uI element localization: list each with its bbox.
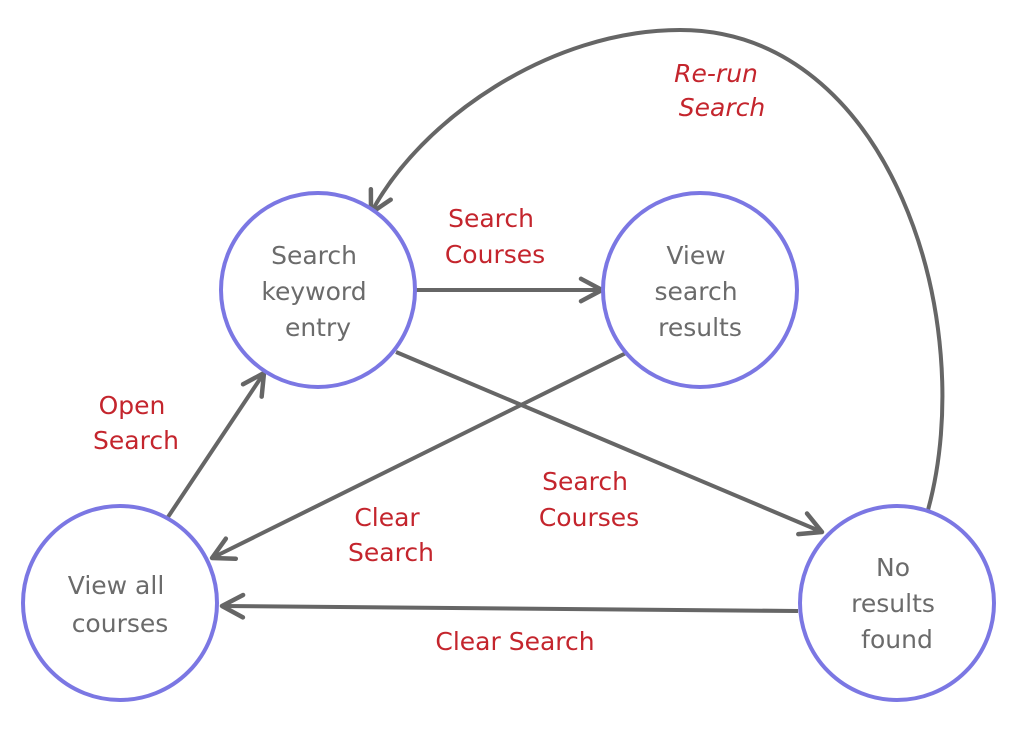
state-circle: [21, 504, 219, 702]
label-clear-search-from-results: Clear Search: [348, 503, 434, 567]
state-label-line: keyword: [261, 277, 366, 306]
state-search-keyword-entry: Search keyword entry: [219, 191, 417, 389]
label-open-search: Open Search: [93, 391, 179, 455]
state-label-line: results: [658, 313, 742, 342]
svg-text:Search keyword ent: Search keyword entry: [261, 241, 374, 342]
state-circle: [601, 191, 799, 389]
state-circle: [798, 504, 996, 702]
edge-open-search: [166, 370, 267, 519]
svg-text:View all courses: View all courses: [68, 571, 172, 638]
edge-clear-search-from-no-results: [219, 592, 799, 620]
state-label-line: entry: [285, 313, 351, 342]
state-label-line: found: [861, 625, 933, 654]
edge-search-courses-to-no-results: [395, 350, 825, 537]
state-label-line: courses: [72, 609, 169, 638]
label-search-courses-to-no-results: Search Courses: [539, 467, 639, 532]
edge-clear-search-from-results: [209, 351, 627, 561]
edge-rerun-search: [368, 27, 945, 511]
svg-text:View search result: View search results: [655, 241, 746, 342]
label-search-courses-to-results: Search Courses: [445, 204, 545, 269]
state-circle: [219, 191, 417, 389]
state-label-line: Search: [271, 241, 357, 270]
state-label-line: View all: [68, 571, 164, 600]
svg-text:No results found: No results found: [851, 553, 943, 654]
label-clear-search-from-no-results: Clear Search: [435, 627, 594, 656]
state-label-line: No: [876, 553, 910, 582]
state-view-search-results: View search results: [601, 191, 799, 389]
state-view-all-courses: View all courses: [21, 504, 219, 702]
state-label-line: View: [666, 241, 725, 270]
label-rerun-search: Re-run Search: [674, 59, 766, 122]
state-label-line: search: [655, 277, 738, 306]
state-no-results-found: No results found: [798, 504, 996, 702]
state-label-line: results: [851, 589, 935, 618]
